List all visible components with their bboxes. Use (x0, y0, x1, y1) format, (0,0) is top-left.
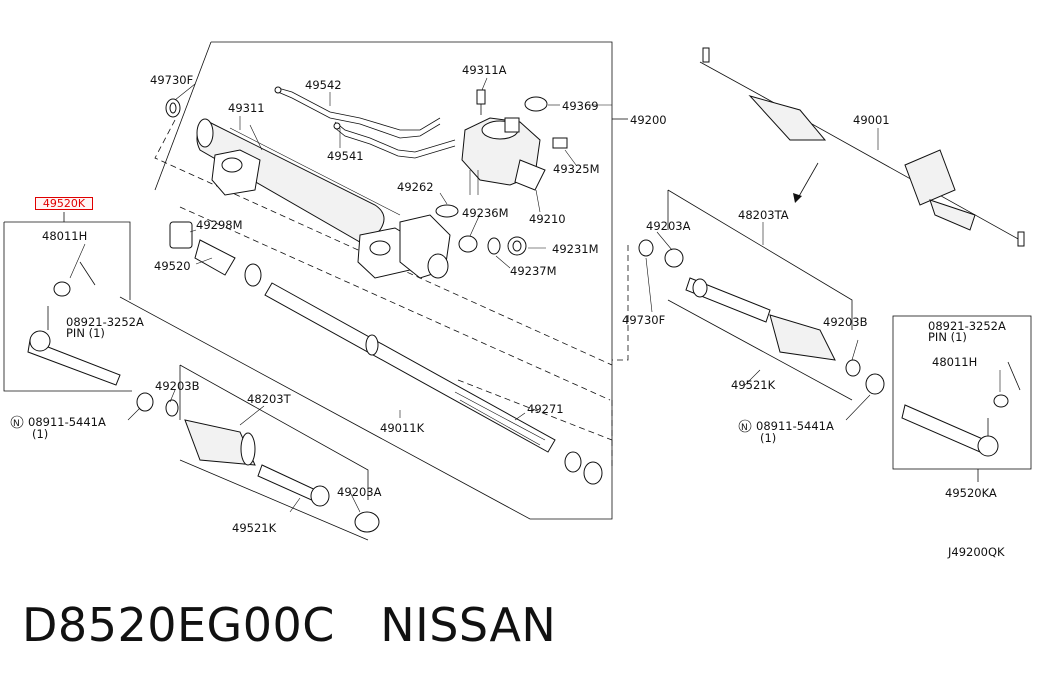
label-49237M[interactable]: 49237M (510, 264, 557, 278)
frame-lines (3, 41, 1032, 541)
label-48011H-left[interactable]: 48011H (42, 229, 87, 243)
lower-boot-tie-rod (136, 392, 380, 533)
leader-lines (69, 77, 1001, 513)
label-49011K[interactable]: 49011K (380, 421, 425, 435)
label-49311A[interactable]: 49311A (462, 63, 507, 77)
label-08911-right[interactable]: 08911-5441A (756, 419, 834, 433)
label-49521K-right[interactable]: 49521K (731, 378, 776, 392)
tie-rod-end-right (901, 361, 1021, 457)
part-labels: 49730F 49542 49311A 49369 49200 49001 49… (10, 63, 1006, 559)
part-number: D8520EG00C (22, 598, 335, 652)
label-49262[interactable]: 49262 (397, 180, 434, 194)
valve-assembly (461, 117, 546, 195)
label-49203A-mid[interactable]: 49203A (646, 219, 691, 233)
rack-housing (196, 118, 451, 279)
label-49325M[interactable]: 49325M (553, 162, 600, 176)
label-49001[interactable]: 49001 (853, 113, 890, 127)
label-49521K-bottom[interactable]: 49521K (232, 521, 277, 535)
n-symbol-right (738, 419, 752, 433)
label-49203B-right[interactable]: 49203B (823, 315, 868, 329)
label-08911-right-qty: (1) (760, 431, 776, 445)
label-49730F-top[interactable]: 49730F (150, 73, 193, 87)
label-49311[interactable]: 49311 (228, 101, 265, 115)
right-boot-tie-rod (638, 239, 885, 395)
n-symbol-right-text: N (741, 423, 748, 433)
part-caption: D8520EG00C NISSAN (22, 598, 1022, 658)
label-49541[interactable]: 49541 (327, 149, 364, 163)
label-49520KA[interactable]: 49520KA (945, 486, 997, 500)
n-symbol-left-text: N (13, 419, 20, 429)
hydraulic-lines (274, 86, 456, 159)
label-49520[interactable]: 49520 (154, 259, 191, 273)
label-49200[interactable]: 49200 (630, 113, 667, 127)
label-08921-left[interactable]: 08921-3252A (66, 315, 144, 329)
label-49730F-mid[interactable]: 49730F (622, 313, 665, 327)
complete-assembly-49001 (699, 47, 1025, 247)
brand-name: NISSAN (380, 598, 557, 652)
small-parts (165, 89, 568, 287)
diagram-code: J49200QK (947, 545, 1005, 559)
label-48203T[interactable]: 48203T (247, 392, 292, 406)
label-48011H-right[interactable]: 48011H (932, 355, 977, 369)
label-49271[interactable]: 49271 (527, 402, 564, 416)
highlighted-part-label[interactable]: 49520K (35, 197, 93, 210)
label-49236M[interactable]: 49236M (462, 206, 509, 220)
rack-bar (264, 282, 603, 485)
label-49231M[interactable]: 49231M (552, 242, 599, 256)
label-48203TA[interactable]: 48203TA (738, 208, 789, 222)
label-49203B-left[interactable]: 49203B (155, 379, 200, 393)
label-08911-left-qty: (1) (32, 427, 48, 441)
label-08921-right[interactable]: 08921-3252A (928, 319, 1006, 333)
label-49203A-bottom[interactable]: 49203A (337, 485, 382, 499)
label-49542[interactable]: 49542 (305, 78, 342, 92)
label-49369[interactable]: 49369 (562, 99, 599, 113)
label-08911-left[interactable]: 08911-5441A (28, 415, 106, 429)
label-pin-left: PIN (1) (66, 326, 105, 340)
label-49210[interactable]: 49210 (529, 212, 566, 226)
tie-rod-end-left (27, 261, 121, 386)
label-49298M[interactable]: 49298M (196, 218, 243, 232)
n-symbol-left (10, 415, 24, 429)
label-pin-right: PIN (1) (928, 330, 967, 344)
